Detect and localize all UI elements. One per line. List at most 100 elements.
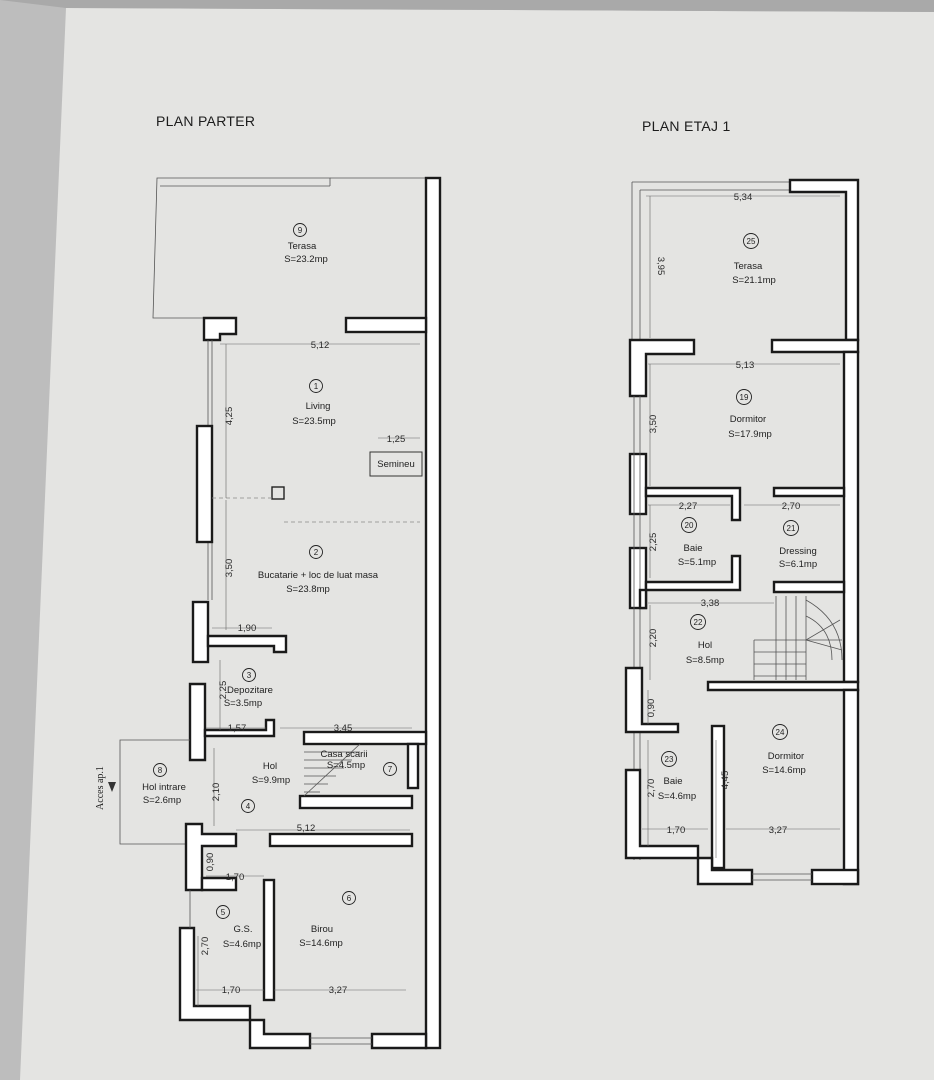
paper-sheet: [20, 8, 934, 1080]
bath2-bottom-wall: [624, 768, 754, 886]
bedroom2-bottom-wall: [810, 868, 860, 886]
storage-top-wall: [206, 634, 288, 654]
room-name-terrace: Terasa: [288, 241, 317, 252]
room-number-bath1: 20: [685, 521, 694, 530]
room-name-bedroom2: Dormitor: [768, 751, 804, 762]
dim-living-width: 5,12: [311, 340, 330, 351]
room-number-entrance: 8: [158, 766, 163, 775]
stair-bottom-wall: [298, 794, 414, 810]
room-area-storage: S=3.5mp: [224, 698, 262, 709]
room-number-circle: [216, 905, 230, 919]
bath-left-wall-top: [628, 452, 648, 516]
room-area-bedroom2: S=14.6mp: [762, 765, 806, 776]
room-number-circle: [293, 223, 307, 237]
room-name-wc: G.S.: [233, 924, 252, 935]
dim-wc-depth: 2,70: [200, 937, 211, 956]
room-number-terrace-upper: 25: [747, 237, 756, 246]
room-name-dressing: Dressing: [779, 546, 817, 557]
dim-hall-width-upper: 3,38: [701, 598, 720, 609]
dim-bedroom1-width: 5,13: [736, 360, 755, 371]
room-number-hall-upper: 22: [694, 618, 703, 627]
room-number-bedroom2: 24: [776, 728, 785, 737]
room-area-wc: S=4.6mp: [223, 939, 261, 950]
dim-fireplace: 1,25: [387, 434, 406, 445]
room-name-terrace-upper: Terasa: [734, 261, 763, 272]
upper-floor-title: PLAN ETAJ 1: [642, 118, 731, 134]
hall-left-stub: [638, 588, 648, 610]
access-label: Acces ap.1: [95, 766, 106, 810]
room-area-office: S=14.6mp: [299, 938, 343, 949]
room-area-terrace-upper: S=21.1mp: [732, 275, 776, 286]
stair-right-wall: [406, 742, 420, 790]
room-number-office: 6: [347, 894, 352, 903]
dressing-top-wall: [772, 486, 846, 498]
room-number-bath2: 23: [665, 755, 674, 764]
dim-terrace-depth-upper: 3,95: [655, 257, 666, 276]
fireplace: [369, 451, 423, 477]
room-name-staircase: Casa scarii: [321, 749, 368, 760]
office-top-wall: [268, 832, 414, 848]
room-number-circle: [743, 233, 759, 249]
storage-left-wall: [188, 682, 207, 762]
ground-floor-title: PLAN PARTER: [156, 113, 255, 129]
dim-bedroom1-depth: 3,50: [648, 415, 659, 434]
room-number-circle: [690, 614, 706, 630]
dim-wc-door: 0,90: [205, 853, 216, 872]
room-name-bath2: Baie: [663, 776, 682, 787]
room-number-circle: [241, 799, 255, 813]
dim-dressing-width: 2,70: [782, 501, 801, 512]
bedroom2-right-wall: [842, 688, 860, 886]
bath2-top-wall: [624, 666, 680, 734]
terrace-outline: [152, 177, 331, 319]
room-number-storage: 3: [247, 671, 252, 680]
dim-wc-width: 1,70: [222, 985, 241, 996]
room-area-bath1: S=5.1mp: [678, 557, 716, 568]
room-name-entrance: Hol intrare: [142, 782, 186, 793]
paper-shadow: [0, 0, 934, 12]
dim-storage-bottom: 1,57: [228, 723, 247, 734]
room-number-dressing: 21: [787, 524, 796, 533]
dim-bath2-width: 1,70: [667, 825, 686, 836]
dim-storage-width: 1,90: [238, 623, 257, 634]
storage-bottom-wall: [203, 718, 276, 738]
bottom-right-wall: [370, 1032, 428, 1050]
upper-dimension-lines: [642, 195, 840, 858]
living-left-wall: [195, 424, 214, 544]
room-number-circle: [309, 379, 323, 393]
bath-top-wall: [644, 486, 742, 522]
room-name-bath1: Baie: [683, 543, 702, 554]
wc-office-partition: [262, 878, 276, 1002]
dressing-bottom-wall: [772, 580, 846, 594]
room-area-terrace: S=23.2mp: [284, 254, 328, 265]
right-outer-wall: [424, 176, 442, 1050]
entrance-outline: [119, 739, 190, 845]
kitchen-left-wall: [191, 600, 210, 664]
dim-bath2-depth: 2,70: [646, 779, 657, 798]
room-number-terrace: 9: [298, 226, 303, 235]
dim-hall-depth-upper: 2,20: [648, 629, 659, 648]
room-number-circle: [783, 520, 799, 536]
room-area-dressing: S=6.1mp: [779, 559, 817, 570]
dim-wc-top: 1,70: [226, 872, 245, 883]
room-number-circle: [681, 517, 697, 533]
room-number-circle: [242, 668, 256, 682]
dim-stair-width: 3,45: [334, 723, 353, 734]
bedroom1-top-right-wall: [770, 338, 860, 354]
upper-right-wall: [842, 350, 860, 684]
dim-bedroom2-width: 3,27: [769, 825, 788, 836]
fireplace-label: Semineu: [377, 459, 415, 470]
room-number-circle: [383, 762, 397, 776]
ground-dimension-lines: [196, 343, 420, 1006]
bedroom2-top-wall: [706, 680, 860, 692]
dim-storage-depth: 2,25: [218, 681, 229, 700]
room-number-hall: 4: [246, 802, 251, 811]
column: [271, 486, 285, 500]
room-area-living: S=23.5mp: [292, 416, 336, 427]
wc-inner-wall: [200, 876, 238, 892]
access-arrow-icon: [108, 782, 116, 792]
room-name-office: Birou: [311, 924, 333, 935]
room-name-hall: Hol: [263, 761, 277, 772]
room-number-living: 1: [314, 382, 319, 391]
room-number-kitchen: 2: [314, 548, 319, 557]
